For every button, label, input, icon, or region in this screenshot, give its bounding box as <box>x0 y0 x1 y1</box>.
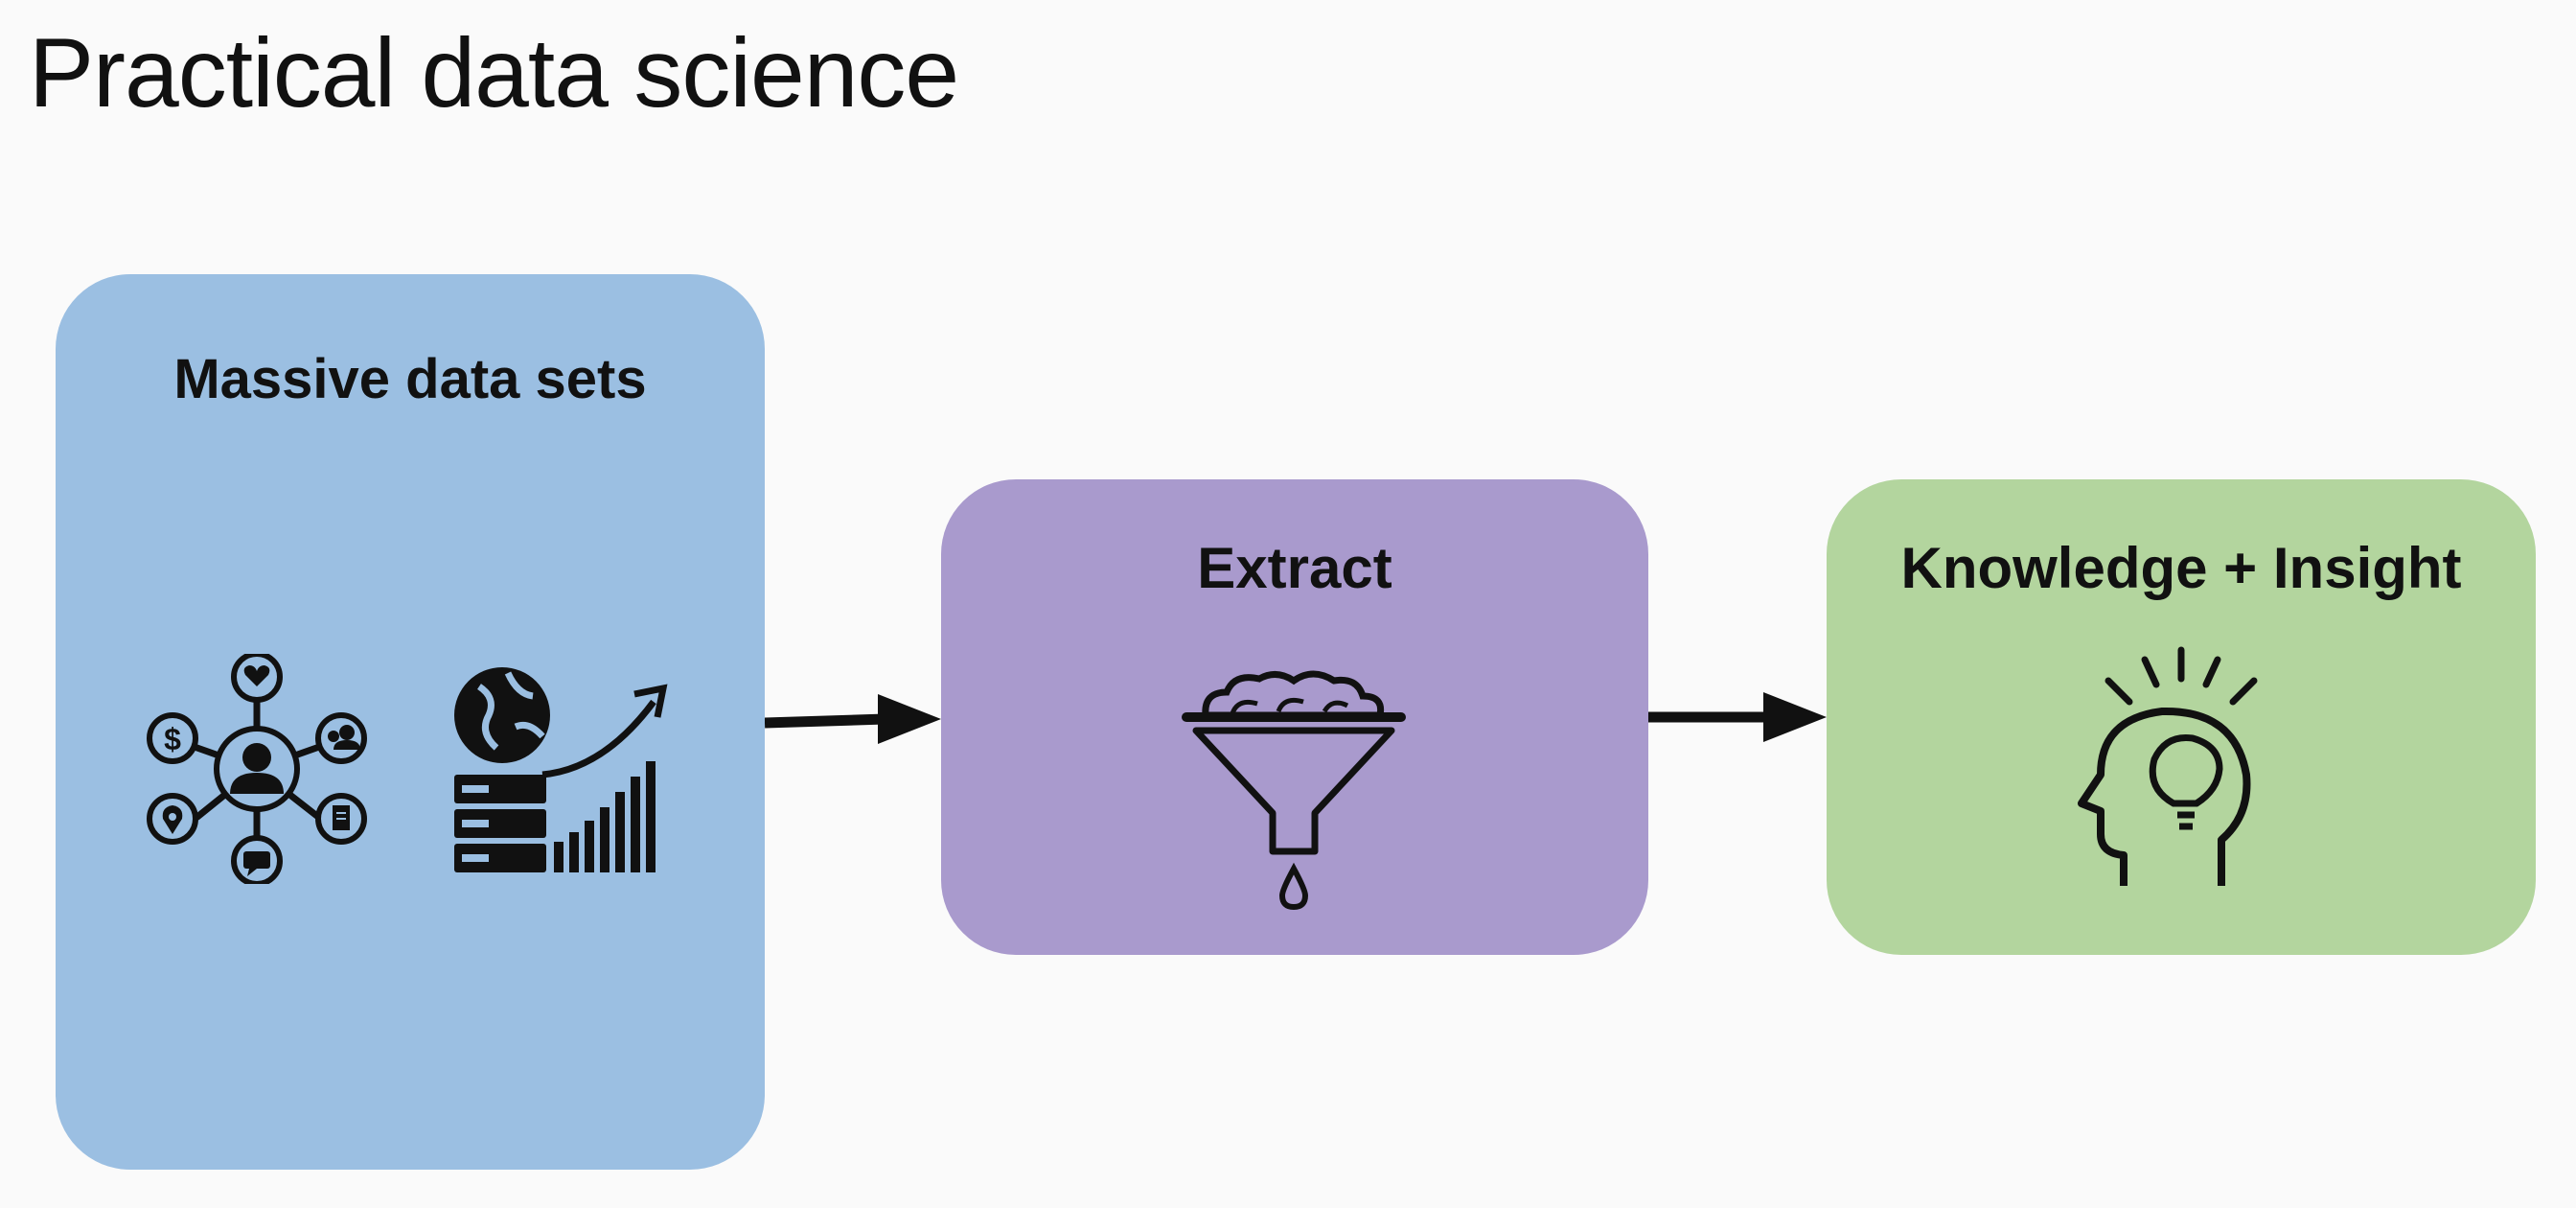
slide-title: Practical data science <box>29 18 959 128</box>
social-network-icon: $ <box>147 654 367 884</box>
box-knowledge-insight-label: Knowledge + Insight <box>1900 536 2462 600</box>
arrow-extract-to-knowledge <box>1648 692 1827 742</box>
funnel-icon <box>1182 670 1406 911</box>
box-knowledge-insight: Knowledge + Insight <box>1827 479 2536 955</box>
database-growth-icon <box>454 667 668 872</box>
arrow-data-to-extract <box>765 694 941 744</box>
box-massive-data-sets: Massive data sets $ <box>56 274 765 1170</box>
box-massive-data-sets-label: Massive data sets <box>173 348 647 410</box>
box-extract: Extract <box>941 479 1648 955</box>
svg-text:$: $ <box>164 722 181 756</box>
head-lightbulb-icon <box>2078 646 2258 886</box>
box-extract-label: Extract <box>1197 536 1392 600</box>
